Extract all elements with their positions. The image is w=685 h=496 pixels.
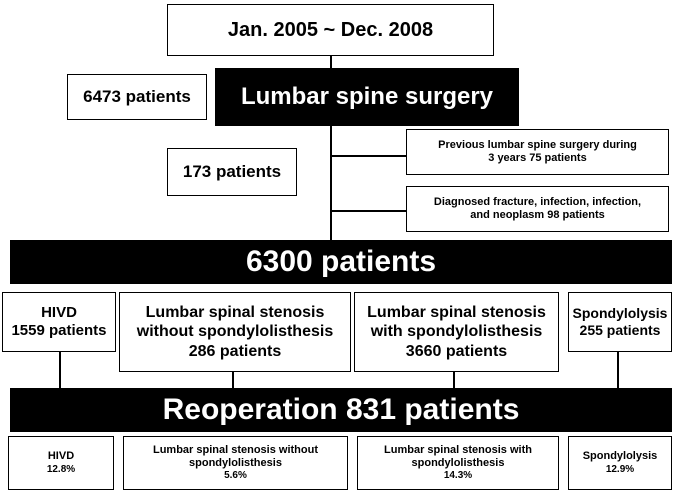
group-lss-without-line2: without spondylolisthesis [136,323,334,341]
group-spondylolysis-line2: 255 patients [579,322,661,338]
reoperation-text: Reoperation 831 patients [162,393,520,426]
group-hivd-line2: 1559 patients [11,322,107,339]
connector-group-4 [617,352,619,388]
group-lss-with-line1: Lumbar spinal stenosis [367,304,546,322]
connector-main-vertical [330,126,332,240]
rate-lss-without-line1: Lumbar spinal stenosis without [152,443,319,456]
group-hivd-line1: HIVD [41,304,77,321]
rate-lss-with-pct: 14.3% [443,470,473,482]
included-patients-text: 6300 patients [245,245,437,278]
group-lss-without-line3: 286 patients [188,342,282,360]
connector-group-3 [453,372,455,388]
rate-lss-with-line2: spondylolisthesis [411,457,505,469]
period-box: Jan. 2005 ~ Dec. 2008 [167,4,494,56]
total-count-box: 6473 patients [67,74,207,120]
exclusion-reason-1: Previous lumbar spine surgery during 3 y… [406,129,669,175]
included-patients-box: 6300 patients [10,240,672,284]
connector-exclusion-1 [330,155,406,157]
reoperation-box: Reoperation 831 patients [10,388,672,432]
connector-top [330,56,332,68]
exclusion-reason-2-line2: and neoplasm 98 patients [470,209,605,221]
lumbar-spine-surgery-label: Lumbar spine surgery [240,82,494,110]
rate-lss-with-line1: Lumbar spinal stenosis with [384,443,532,456]
group-lss-without-line1: Lumbar spinal stenosis [145,304,325,322]
rate-spondylolysis-label: Spondylolysis [582,450,658,463]
group-spondylolysis-line1: Spondylolysis [572,305,668,322]
rate-hivd: HIVD 12.8% [8,436,114,490]
rate-lss-without-line2: spondylolisthesis [189,457,282,469]
exclusion-reason-2-line1: Diagnosed fracture, infection, infection… [433,195,642,208]
exclusion-reason-1-line1: Previous lumbar spine surgery during [438,138,637,151]
connector-group-2 [232,372,234,388]
rate-lss-with: Lumbar spinal stenosis with spondylolist… [357,436,559,490]
group-lss-with-line3: 3660 patients [405,342,508,360]
group-hivd: HIVD 1559 patients [2,292,116,352]
group-lss-with: Lumbar spinal stenosis with spondylolist… [354,292,559,372]
rate-spondylolysis: Spondylolysis 12.9% [568,436,672,490]
connector-group-1 [59,352,61,388]
group-lss-with-line2: with spondylolisthesis [370,323,543,341]
connector-exclusion-2 [330,210,406,212]
exclusion-reason-2: Diagnosed fracture, infection, infection… [406,186,669,232]
lumbar-spine-surgery-box: Lumbar spine surgery [215,68,519,126]
exclusion-reason-1-line2: 3 years 75 patients [488,152,587,164]
excluded-count-text: 173 patients [182,161,282,181]
rate-hivd-pct: 12.8% [46,463,76,475]
rate-hivd-label: HIVD [47,450,75,463]
rate-spondylolysis-pct: 12.9% [605,463,635,475]
rate-lss-without: Lumbar spinal stenosis without spondylol… [123,436,348,490]
group-lss-without: Lumbar spinal stenosis without spondylol… [119,292,351,372]
rate-lss-without-pct: 5.6% [224,470,247,482]
excluded-count-box: 173 patients [167,148,297,196]
group-spondylolysis: Spondylolysis 255 patients [568,292,672,352]
total-count-text: 6473 patients [83,86,191,106]
period-text: Jan. 2005 ~ Dec. 2008 [227,19,434,41]
